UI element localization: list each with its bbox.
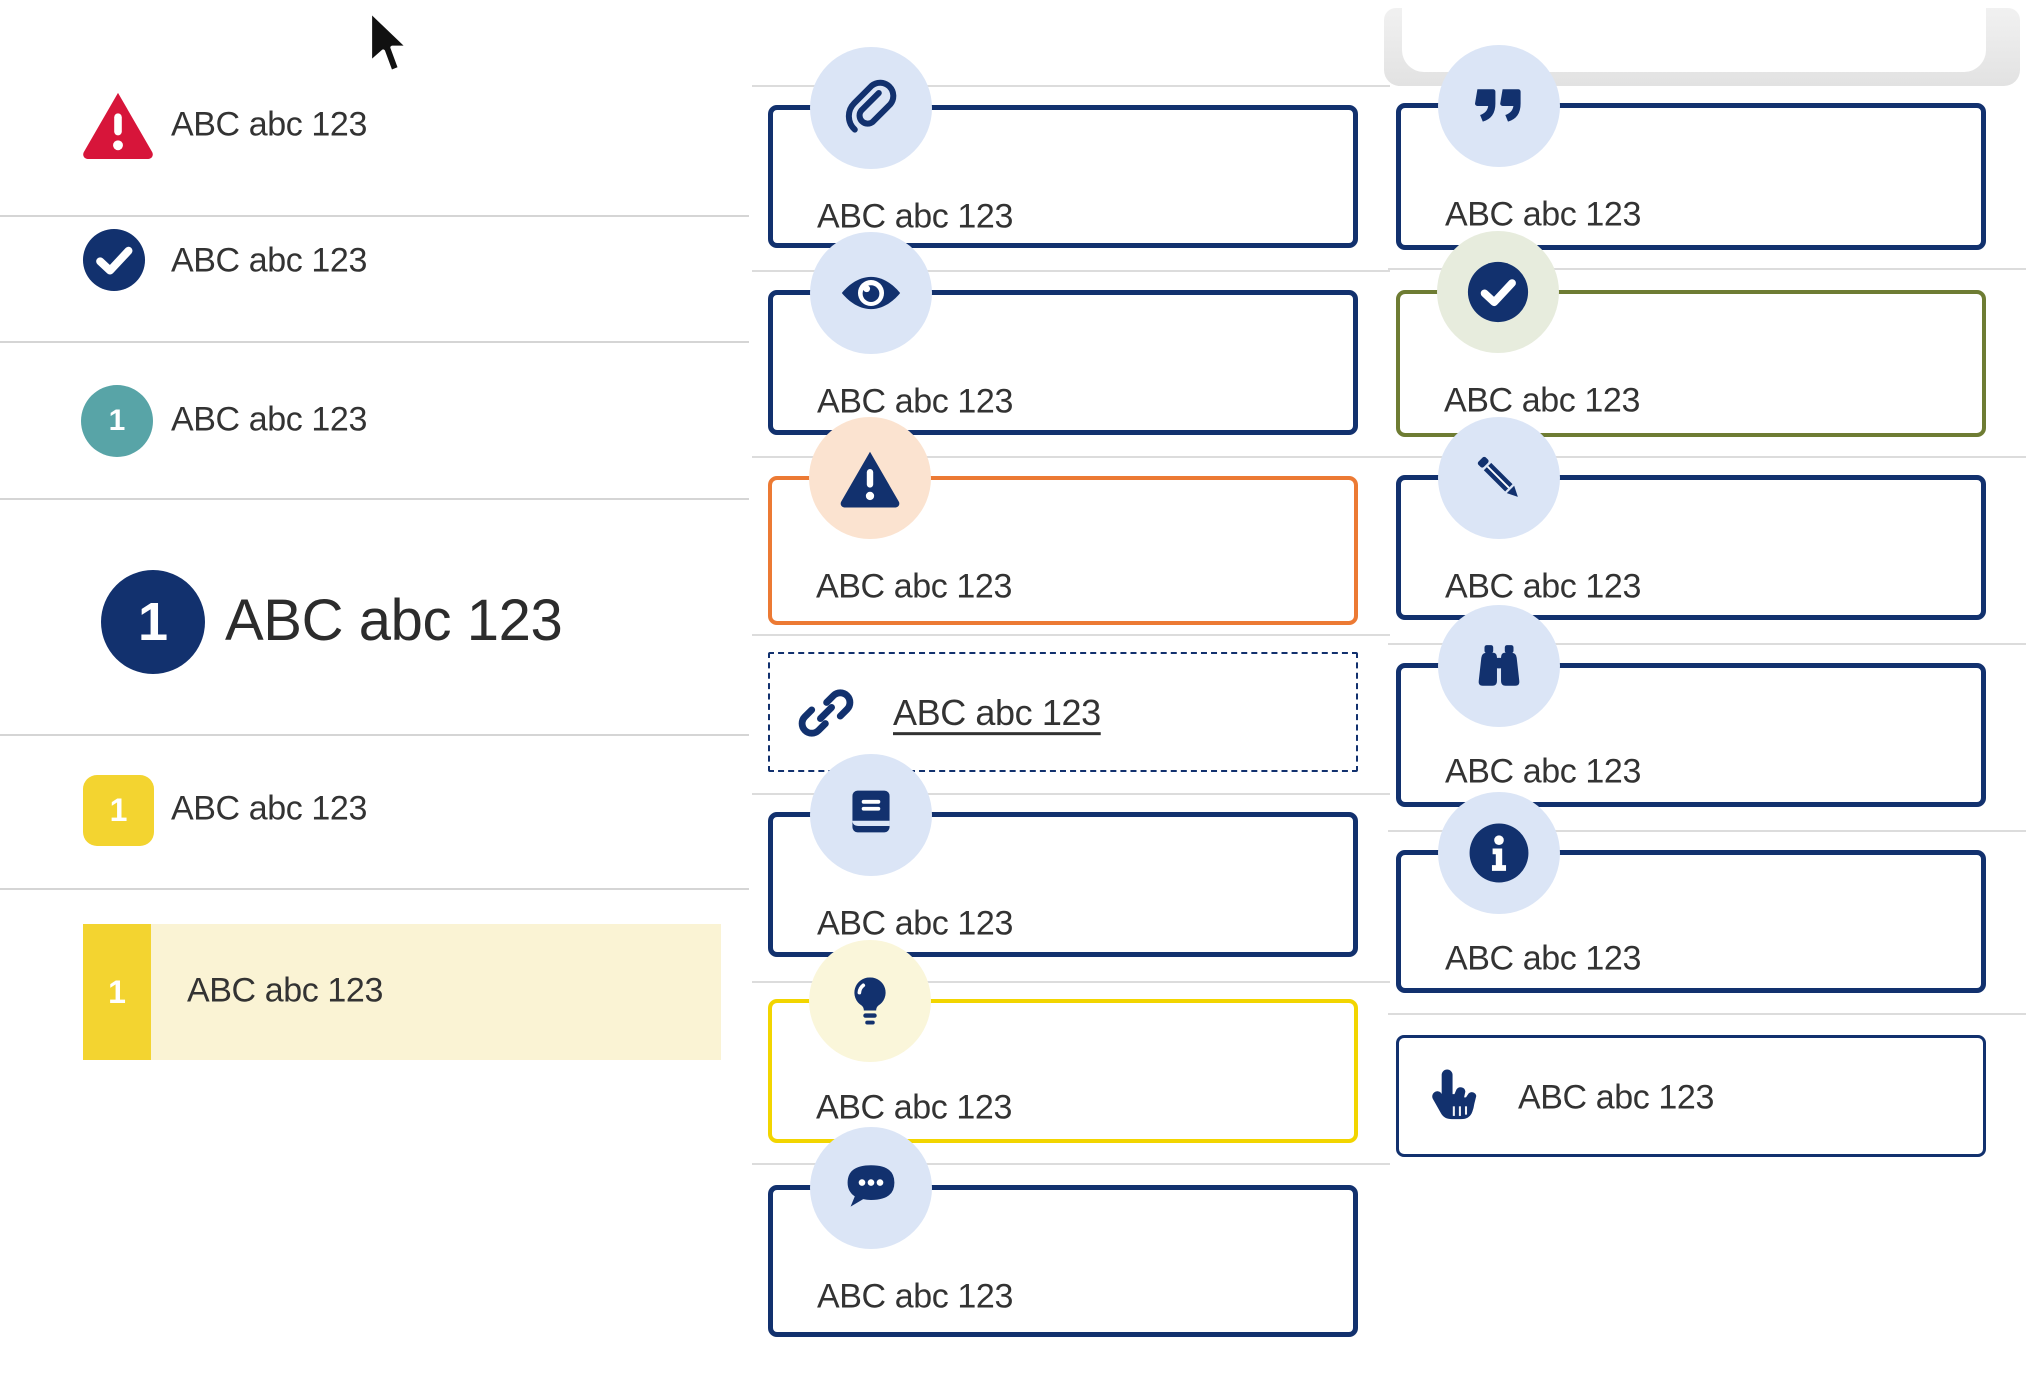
middle-row-divider (752, 1163, 1390, 1165)
link-icon (798, 689, 854, 737)
chat-dots-icon (847, 1165, 895, 1207)
callout-icon-circle (1438, 417, 1560, 539)
hand-pointer-icon (1432, 1069, 1477, 1120)
callout-card-hand-pointer[interactable]: ABC abc 123 (1396, 1035, 1986, 1157)
callout-card-book: ABC abc 123 (768, 754, 1358, 957)
callout-label: ABC abc 123 (817, 382, 1013, 421)
callout-label: ABC abc 123 (1445, 195, 1641, 234)
left-list-divider (0, 734, 749, 736)
list-item-check-icon-wrap (81, 227, 147, 293)
paperclip-icon (845, 79, 897, 133)
callout-icon-circle (809, 940, 931, 1062)
middle-row-divider (752, 793, 1390, 795)
quote-icon (1475, 89, 1521, 122)
numbered-badge-large: 1 (101, 570, 205, 674)
callout-label: ABC abc 123 (1445, 939, 1641, 978)
mouse-cursor-icon (368, 8, 410, 75)
link-icon-wrap (795, 682, 857, 744)
callout-icon-circle (1438, 792, 1560, 914)
list-item-label: ABC abc 123 (187, 971, 383, 1010)
middle-row-divider (752, 270, 1390, 272)
callout-label: ABC abc 123 (817, 1277, 1013, 1316)
callout-card-pencil: ABC abc 123 (1396, 417, 1986, 620)
callout-card-quote: ABC abc 123 (1396, 45, 1986, 250)
list-item-label-large: ABC abc 123 (225, 588, 563, 654)
callout-card-paperclip: ABC abc 123 (768, 47, 1358, 248)
callout-label: ABC abc 123 (1518, 1078, 1714, 1117)
callout-card-warning-triangle: ABC abc 123 (768, 417, 1358, 625)
callout-link[interactable]: ABC abc 123 (893, 692, 1101, 734)
list-item-label: ABC abc 123 (171, 789, 367, 828)
list-item-label: ABC abc 123 (171, 241, 367, 280)
callout-label: ABC abc 123 (1445, 752, 1641, 791)
callout-icon-circle (810, 1127, 932, 1249)
callout-card-chat-dots: ABC abc 123 (768, 1127, 1358, 1337)
list-item-label: ABC abc 123 (171, 400, 367, 439)
middle-row-divider (752, 981, 1390, 983)
binoculars-icon (1478, 645, 1520, 686)
left-list-divider (0, 888, 749, 890)
callout-card-link[interactable]: ABC abc 123 (768, 652, 1358, 772)
callout-icon-circle (810, 754, 932, 876)
right-row-divider (1388, 268, 2026, 270)
callout-icon-circle (1438, 605, 1560, 727)
callout-label: ABC abc 123 (817, 904, 1013, 943)
callout-label: ABC abc 123 (1445, 567, 1641, 606)
list-item-highlighted[interactable]: 1 ABC abc 123 (83, 924, 721, 1060)
hand-pointer-icon-wrap (1418, 1066, 1482, 1130)
callout-icon-circle (1438, 45, 1560, 167)
lightbulb-icon (854, 977, 886, 1025)
list-item-warning-icon-wrap (80, 86, 156, 162)
callout-card-eye: ABC abc 123 (768, 232, 1358, 435)
pencil-icon (1477, 456, 1518, 497)
check-circle-icon (1467, 261, 1529, 323)
left-list-divider (0, 215, 749, 217)
left-list-divider (0, 498, 749, 500)
right-row-divider (1388, 1013, 2026, 1015)
eye-icon (841, 276, 901, 310)
callout-card-binoculars: ABC abc 123 (1396, 605, 1986, 807)
warning-triangle-icon (840, 451, 900, 508)
left-list-divider (0, 341, 749, 343)
callout-icon-circle (810, 47, 932, 169)
right-row-divider (1388, 456, 2026, 458)
middle-row-divider (752, 456, 1390, 458)
numbered-badge-square: 1 (83, 775, 154, 846)
callout-label: ABC abc 123 (816, 1088, 1012, 1127)
book-icon (852, 790, 890, 833)
right-row-divider (1388, 643, 2026, 645)
callout-card-check-circle: ABC abc 123 (1396, 231, 1986, 437)
warning-triangle-icon (83, 92, 153, 159)
callout-icon-circle (810, 232, 932, 354)
callout-label: ABC abc 123 (1444, 381, 1640, 420)
numbered-badge-bar: 1 (83, 924, 151, 1060)
list-item-label: ABC abc 123 (171, 105, 367, 144)
callout-label: ABC abc 123 (817, 197, 1013, 236)
callout-icon-circle (809, 417, 931, 539)
right-row-divider (1388, 830, 2026, 832)
callout-icon-circle (1437, 231, 1559, 353)
middle-row-divider (752, 85, 1390, 87)
callout-card-lightbulb: ABC abc 123 (768, 940, 1358, 1143)
check-circle-icon (82, 228, 146, 292)
info-icon (1469, 823, 1529, 883)
callout-card-info: ABC abc 123 (1396, 792, 1986, 993)
middle-row-divider (752, 634, 1390, 636)
callout-label: ABC abc 123 (816, 567, 1012, 606)
numbered-badge: 1 (81, 385, 153, 457)
